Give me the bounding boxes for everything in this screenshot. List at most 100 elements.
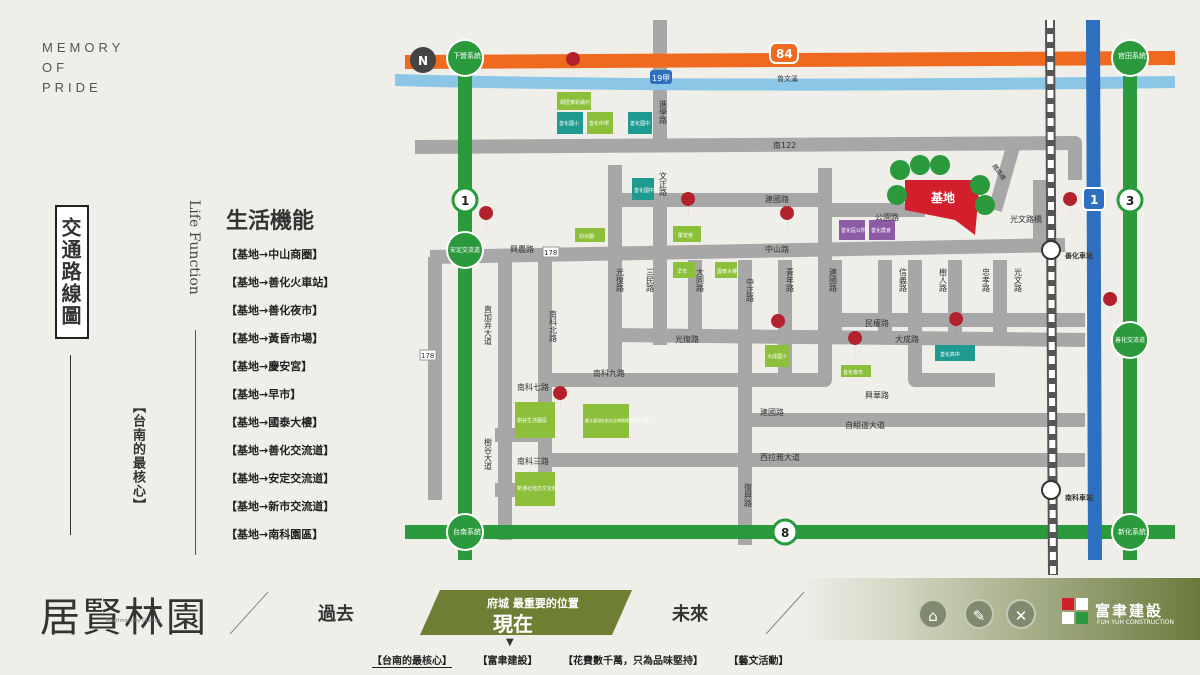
station-nanke: 南科車站: [1065, 493, 1093, 502]
life-item[interactable]: 【基地→國泰大樓】: [226, 416, 324, 429]
poi-shanhua-gs: [839, 220, 865, 240]
life-item[interactable]: 【基地→早市】: [226, 388, 302, 401]
label-nanke3: 南科三路: [517, 456, 549, 466]
highway-19-label: 19甲: [652, 74, 670, 83]
poi-shanxiao-label: 善化國小: [559, 120, 579, 127]
road-xingnong: [429, 238, 1066, 264]
highway-1-right-label: 1: [1090, 193, 1098, 207]
life-item[interactable]: 【基地→南科園區】: [226, 528, 324, 541]
label-jianguo: 建國路: [765, 194, 789, 204]
life-divider: [195, 330, 196, 555]
label-jianguo-v: 建國路: [829, 267, 838, 292]
life-item[interactable]: 【基地→善化火車站】: [226, 276, 335, 289]
poi-hushi-label: 胡厝寮彩繪村: [560, 99, 590, 106]
label-guangfu-h: 光復路: [675, 334, 699, 344]
interchange-shanhua: [1111, 321, 1149, 359]
poi-shanhua-gm: [632, 178, 654, 200]
life-list: 【基地→中山商圈】 【基地→善化火車站】 【基地→善化夜市】 【基地→黃昏市場】…: [226, 244, 334, 552]
memory-line-3: PRIDE: [42, 80, 102, 95]
logo-square-white: [1076, 598, 1088, 610]
highway-178-badge-b: [419, 349, 437, 361]
interchange-anding: [446, 231, 484, 269]
close-button[interactable]: ✕: [1006, 599, 1036, 629]
memory-line-2: OF: [42, 60, 69, 75]
edit-button[interactable]: ✎: [964, 599, 994, 629]
interchange-xinhua: [1111, 513, 1149, 551]
home-button[interactable]: ⌂: [918, 599, 948, 629]
tree-4: [970, 175, 990, 195]
memory-tagline: MEMORY OF PRIDE: [42, 38, 124, 98]
highway-84-badge: [769, 42, 799, 64]
label-minquan: 民權路: [865, 318, 889, 328]
life-item[interactable]: 【基地→善化夜市】: [226, 304, 324, 317]
road-loop: [608, 165, 832, 387]
tree-6: [887, 185, 907, 205]
location-pins: [479, 52, 1118, 416]
poi-shanhua-gz: [935, 345, 975, 361]
highway-8-badge: [771, 518, 799, 546]
poi-shanchu-label: 善化中學: [589, 120, 609, 127]
interchange-xiaying: [446, 39, 484, 77]
pin-icon: [479, 206, 494, 236]
stations: 善化車站 南科車站: [1041, 240, 1093, 502]
arrow-down-icon: ▼: [506, 637, 514, 648]
poi-shanhua-cq-label: 善化農會: [871, 227, 891, 234]
traffic-map: 基地 胡厝寮彩繪村 善化國小 善化中學 善化國中 善化國中 幼兒園 慶安宮 早市…: [395, 20, 1176, 575]
company-name-en: FUH YUH CONSTRUCTION: [1097, 619, 1175, 626]
label-zhongxiao: 忠孝路: [982, 268, 991, 292]
tab-now[interactable]: 現在: [493, 612, 533, 636]
pin-icon: [949, 312, 964, 342]
tab-future[interactable]: 未來: [672, 604, 708, 625]
road-xinyi: [908, 260, 995, 387]
label-datong: 大同路: [696, 267, 705, 292]
label-guangwen: 光文路橋: [1010, 214, 1042, 224]
side-divider: [70, 355, 71, 535]
station-shanhua: 善化車站: [1065, 251, 1093, 260]
label-qingnian: 青年路: [786, 267, 795, 292]
label-river: 曾文溪: [777, 74, 798, 83]
divider-slash: [229, 591, 269, 635]
interchange-anding-label: 安定交流道: [450, 246, 480, 254]
brand-logo[interactable]: 居賢林園: [40, 595, 208, 641]
pin-icon: [553, 386, 568, 416]
logo-square-white2: [1062, 612, 1074, 624]
poi-hushi: [557, 92, 591, 110]
train-icon: [1041, 480, 1061, 500]
interchange-xiaying-label: 下營系統: [453, 51, 481, 60]
interchange-tainan: [446, 513, 484, 551]
interchange-guantian: [1111, 39, 1149, 77]
life-item[interactable]: 【基地→黃昏市場】: [226, 332, 324, 345]
label-xingnong: 興農路: [510, 244, 534, 254]
nav-company[interactable]: 【富聿建設】: [477, 656, 538, 667]
life-item[interactable]: 【基地→中山商圈】: [226, 248, 324, 261]
pois: 胡厝寮彩繪村 善化國小 善化中學 善化國中 善化國中 幼兒園 慶安宮 早市 國泰…: [515, 92, 975, 506]
label-sanmin: 三民路: [646, 268, 655, 292]
nav-core[interactable]: 【台南的最核心】: [372, 656, 452, 668]
highway-178-label-a: 178: [544, 249, 557, 257]
tree-1: [890, 160, 910, 180]
interchange-xinhua-label: 新化系統: [1118, 527, 1146, 536]
company-name[interactable]: 富聿建設: [1095, 602, 1164, 620]
interchanges: 下營系統 官田系統 安定交流道 善化交流道 台南系統 新化系統: [446, 39, 1149, 551]
poi-shanhua-ys: [841, 365, 871, 377]
nav-art[interactable]: 【藝文活動】: [728, 656, 789, 667]
river-zengwen: [395, 74, 1176, 91]
label-zili: 自組這大道: [845, 420, 885, 430]
poi-zaoshi: [673, 262, 695, 278]
now-box-bg: [420, 590, 632, 635]
life-item[interactable]: 【基地→新市交流道】: [226, 500, 335, 513]
life-item[interactable]: 【基地→善化交流道】: [226, 444, 335, 457]
tab-past[interactable]: 過去: [318, 604, 354, 625]
home-icon: ⌂: [928, 607, 938, 625]
train-icon: [1041, 240, 1061, 260]
highway-1-east-badge: [1082, 187, 1106, 211]
life-item[interactable]: 【基地→安定交流道】: [226, 472, 335, 485]
tree-5: [975, 195, 995, 215]
label-dacheng: 大成路: [895, 334, 919, 344]
life-item[interactable]: 【基地→慶安宮】: [226, 360, 313, 373]
close-icon: ✕: [1014, 607, 1028, 625]
nav-taste[interactable]: 【花費數千萬，只為品味堅持】: [562, 656, 703, 667]
poi-shanhua-cq: [869, 220, 895, 240]
bottom-nav: 【台南的最核心】 【富聿建設】 【花費數千萬，只為品味堅持】 【藝文活動】: [372, 652, 810, 668]
memory-line-1: MEMORY: [42, 40, 125, 55]
